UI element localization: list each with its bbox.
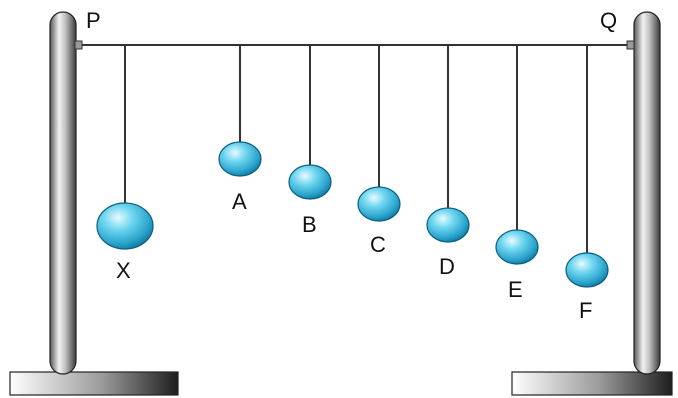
pendulum-label-B: B: [302, 212, 317, 237]
bob-C: [357, 186, 401, 222]
left-pole: [49, 11, 77, 375]
pendulum-D: D: [426, 45, 470, 279]
pendulum-E: E: [495, 45, 539, 302]
pendulum-F: F: [565, 45, 609, 323]
right-clamp: [626, 40, 635, 50]
bob-X: [96, 202, 154, 250]
pendulum-label-X: X: [116, 258, 131, 283]
bob-F: [565, 252, 609, 288]
right-stand: [511, 11, 673, 396]
pendulum-A: A: [218, 45, 262, 214]
right-pole: [633, 11, 661, 375]
pendulum-label-D: D: [439, 254, 455, 279]
pendulum-B: B: [288, 45, 332, 237]
pendulum-C: C: [357, 45, 401, 257]
pendulum-label-E: E: [508, 277, 523, 302]
label-Q: Q: [600, 8, 617, 33]
right-base: [511, 371, 673, 396]
bob-B: [288, 164, 332, 200]
label-P: P: [86, 8, 101, 33]
pendulum-label-F: F: [579, 298, 592, 323]
bob-E: [495, 229, 539, 265]
left-clamp: [74, 40, 83, 50]
bob-D: [426, 207, 470, 243]
left-stand: [9, 11, 179, 396]
bob-A: [218, 141, 262, 177]
pendulum-label-A: A: [232, 189, 247, 214]
left-base: [9, 371, 179, 396]
pendulum-label-C: C: [370, 232, 386, 257]
pendulum-X: X: [96, 45, 154, 283]
